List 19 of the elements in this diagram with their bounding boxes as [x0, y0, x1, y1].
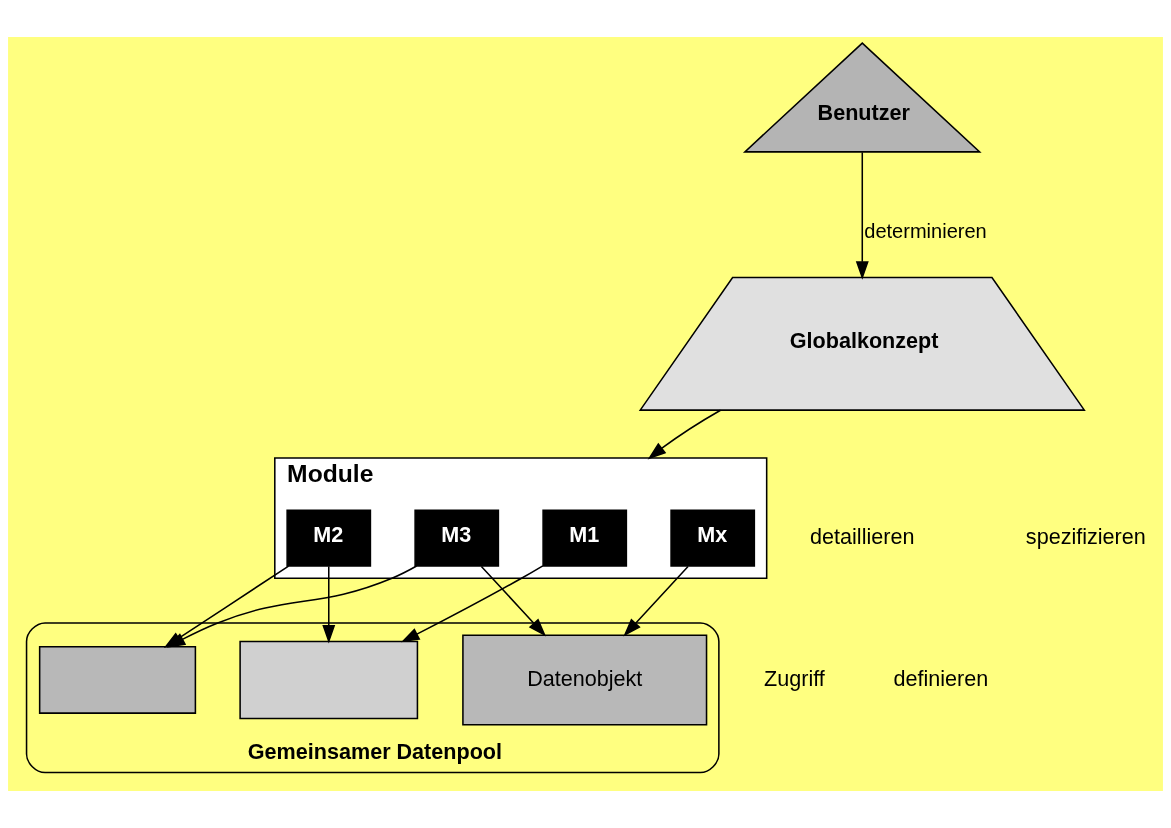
node-box: Mx: [670, 509, 756, 567]
arrow: [166, 565, 418, 648]
label: Zugriff: [764, 665, 825, 691]
label: definieren: [893, 665, 989, 691]
arrow: [855, 151, 869, 280]
node-box: [38, 646, 197, 714]
arrow: [480, 565, 547, 637]
node-box: Datenobjekt: [462, 634, 708, 726]
node-box: M1: [542, 509, 628, 567]
edge-label: determinieren: [864, 220, 987, 243]
node-box: [239, 640, 419, 720]
node-box: M3: [414, 509, 500, 567]
label: spezifizieren: [1025, 523, 1146, 549]
arrow: [623, 565, 689, 637]
arrow: [647, 409, 722, 460]
label: detaillieren: [810, 523, 915, 549]
node-box: M2: [286, 509, 372, 567]
arrow: [401, 565, 544, 643]
arrow: [322, 565, 336, 644]
